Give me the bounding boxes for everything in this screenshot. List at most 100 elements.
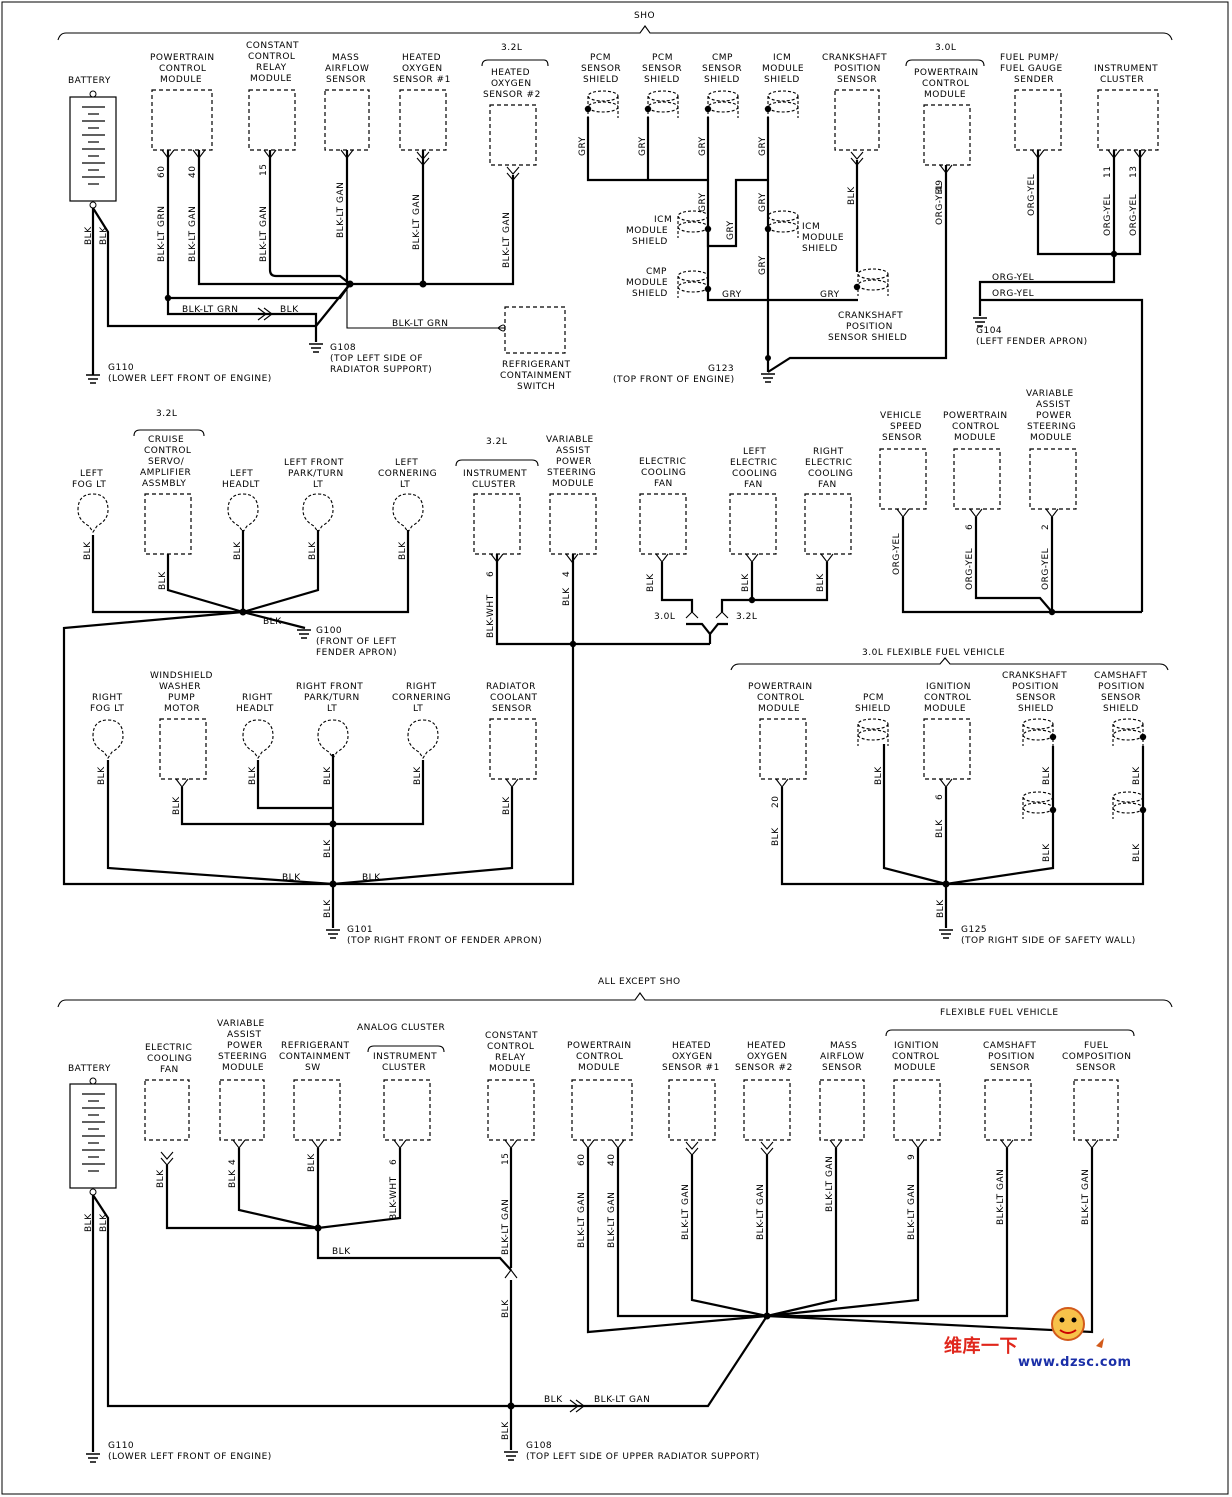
pcm3-label: POWERTRAIN: [943, 411, 1008, 421]
shield-label: MODULE: [802, 233, 844, 243]
wire-label: BLK: [544, 1395, 563, 1405]
wire-label: BLK: [935, 819, 945, 838]
variant-label: 3.2L: [486, 437, 507, 447]
bvaps-label: ASSIST: [227, 1030, 261, 1040]
fuelpump-label: SENDER: [1014, 75, 1054, 85]
wire-label: BLK: [1132, 766, 1142, 785]
wire-label: BLK: [99, 226, 109, 245]
washer-label: WINDSHIELD: [150, 671, 213, 681]
wire-label: BLK-LT GRN: [392, 319, 449, 329]
bcluster-label: CLUSTER: [382, 1063, 426, 1073]
ecf-box: [639, 493, 687, 555]
fficm-label: MODULE: [924, 704, 966, 714]
bcmp-label: CAMSHAFT: [983, 1041, 1036, 1051]
variant-label: 3.0L: [654, 612, 675, 622]
pcm3-label: MODULE: [954, 433, 996, 443]
washer-label: PUMP: [168, 693, 195, 703]
wire-label: BLK: [280, 305, 299, 315]
wire-label: BLK-LT GAN: [412, 194, 422, 250]
splice-dot: [584, 105, 592, 113]
ffckp-label: CRANKSHAFT: [1002, 671, 1067, 681]
becf-label: COOLING: [147, 1054, 192, 1064]
pcm30-label: POWERTRAIN: [914, 68, 979, 78]
vaps2-box: [1029, 448, 1077, 510]
ground-label: G108: [330, 343, 356, 353]
bcmp-label: SENSOR: [990, 1063, 1030, 1073]
splice-dot: [853, 283, 861, 291]
shield-label: SENSOR: [581, 64, 621, 74]
ffcmp-label: POSITION: [1098, 682, 1145, 692]
ffcmp-label: SHIELD: [1103, 704, 1139, 714]
washer-label: WASHER: [159, 682, 201, 692]
shield-label: SHIELD: [802, 244, 838, 254]
shield-label: SHIELD: [644, 75, 680, 85]
wire-label: BLK: [248, 766, 258, 785]
pin-label: 60: [577, 1154, 587, 1166]
rfog-label: RIGHT: [92, 693, 123, 703]
wire-label: GRY: [638, 136, 648, 156]
shield-label: SHIELD: [632, 237, 668, 247]
cluster2-label: INSTRUMENT: [463, 469, 527, 479]
wire-label: BLK-WHT: [389, 1176, 399, 1220]
wire-label: GRY: [726, 220, 736, 240]
shield-label: ICM: [773, 53, 791, 63]
cruise-label: ASSMBLY: [142, 479, 186, 489]
pin-label: 15: [501, 1153, 511, 1165]
ground-label: (TOP RIGHT FRONT OF FENDER APRON): [347, 936, 542, 946]
ground-label: FENDER APRON): [316, 648, 397, 658]
bpcm-box: [571, 1079, 633, 1141]
ground-label: G108: [526, 1441, 552, 1451]
wire-label: ORG-YEL: [1041, 548, 1051, 590]
ho2s1-label: HEATED: [402, 53, 441, 63]
shield-label: SHIELD: [704, 75, 740, 85]
rpark-label: LT: [327, 704, 337, 714]
wire-label: GRY: [758, 136, 768, 156]
lfog-label: LEFT: [80, 469, 103, 479]
vaps2-label: ASSIST: [1036, 400, 1070, 410]
rhead-label: RIGHT: [242, 693, 273, 703]
rcorner-label: CORNERING: [392, 693, 451, 703]
pin-label: 4: [228, 1159, 238, 1165]
splice-dot: [1049, 733, 1057, 741]
bho2-label: OXYGEN: [747, 1052, 788, 1062]
sho-header: SHO: [634, 11, 655, 21]
bccrm-label: RELAY: [495, 1053, 526, 1063]
ckp-shield-label: POSITION: [846, 322, 893, 332]
wire-label: BLK: [398, 541, 408, 560]
wire-label: BLK: [172, 796, 182, 815]
wire-label: BLK: [97, 766, 107, 785]
rcs-box: [489, 718, 537, 780]
shield-label: MODULE: [762, 64, 804, 74]
wire-label: ORG-YEL: [992, 289, 1034, 299]
wire-label: BLK: [502, 796, 512, 815]
ckp-shield-label: SENSOR SHIELD: [828, 333, 907, 343]
ground-label: RADIATOR SUPPORT): [330, 365, 432, 375]
wire-label: BLK: [99, 1213, 109, 1232]
bvaps-label: POWER: [227, 1041, 263, 1051]
cluster-label: CLUSTER: [1100, 75, 1144, 85]
ground-label: G123: [708, 364, 734, 374]
wire-label: GRY: [758, 255, 768, 275]
lamp-group: [77, 493, 424, 533]
pin-label: 49: [935, 180, 945, 192]
wire-label: BLK: [158, 571, 168, 590]
lcorner-label: LT: [400, 480, 410, 490]
cluster-box: [1097, 89, 1159, 151]
wire-label: GRY: [698, 136, 708, 156]
brefrig-label: REFRIGERANT: [281, 1041, 349, 1051]
wire-label: BLK-LT GRN: [157, 206, 167, 263]
vss-label: VEHICLE: [880, 411, 922, 421]
ground-label: (TOP RIGHT SIDE OF SAFETY WALL): [961, 936, 1136, 946]
wire-label: BLK: [771, 827, 781, 846]
wire-label: BLK: [307, 1153, 317, 1172]
bpcm-label: POWERTRAIN: [567, 1041, 632, 1051]
ffpcm-label: MODULE: [758, 704, 800, 714]
bfcs-label: COMPOSITION: [1062, 1052, 1131, 1062]
bottom-header: ALL EXCEPT SHO: [598, 977, 681, 987]
rcorner-label: RIGHT: [406, 682, 437, 692]
shield-label: CMP: [712, 53, 733, 63]
ckp-label: SENSOR: [837, 75, 877, 85]
wire-label: BLK-LT GAN: [825, 1156, 835, 1212]
wire-label: BLK: [308, 541, 318, 560]
becf-label: FAN: [160, 1065, 179, 1075]
